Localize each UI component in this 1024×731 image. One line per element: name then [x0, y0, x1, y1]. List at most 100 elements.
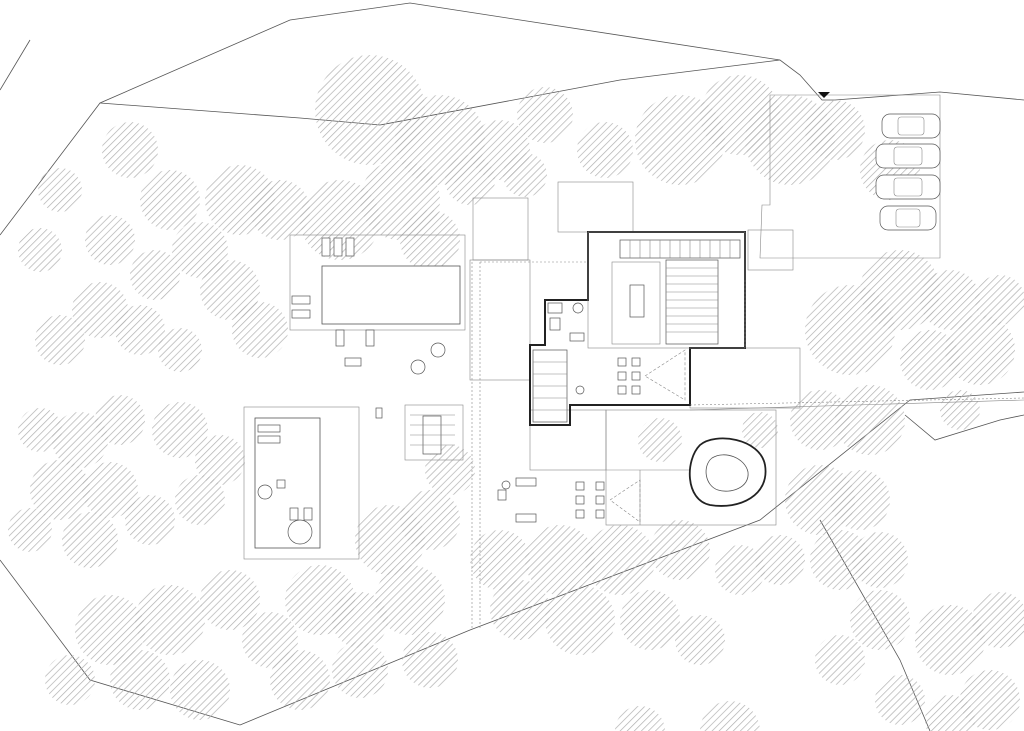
main-house [529, 231, 746, 426]
tree-canopy [200, 260, 260, 320]
tree-canopy [852, 532, 908, 588]
tree-canopy [102, 122, 158, 178]
tree-canopy [850, 590, 910, 650]
lower-deck [243, 406, 360, 560]
hedges [471, 261, 1024, 630]
sun-loungers [291, 237, 375, 367]
tree-canopy [920, 270, 980, 330]
tree-canopy [332, 642, 388, 698]
tree-canopy [545, 585, 615, 655]
tree-canopy [242, 612, 298, 668]
tree-canopy [915, 605, 985, 675]
tree-canopy [517, 87, 573, 143]
tree-canopy [700, 701, 760, 731]
tree-canopy [38, 168, 82, 212]
tree-canopy [742, 412, 778, 448]
tree-canopy [835, 385, 905, 455]
car-icon [875, 143, 941, 169]
dining-table [611, 261, 661, 345]
tree-canopy [200, 570, 260, 630]
tree-canopy [715, 545, 765, 595]
tree-canopy [577, 122, 633, 178]
tree-canopy [172, 222, 228, 278]
tree-canopy [860, 250, 940, 330]
tree-canopy [400, 490, 460, 550]
tree-canopy [18, 408, 62, 452]
tree-canopy [158, 328, 202, 372]
tree-canopy [110, 650, 170, 710]
tree-canopy [232, 302, 288, 358]
tree-canopy [830, 470, 890, 530]
tree-canopy [35, 315, 85, 365]
tree-canopy [470, 530, 530, 590]
parking-area [759, 92, 941, 259]
tree-canopy [175, 475, 225, 525]
west-wing [532, 349, 568, 423]
tree-canopy [810, 530, 870, 590]
tree-canopy [72, 282, 128, 338]
tree-canopy [875, 675, 925, 725]
tree-canopy [250, 180, 310, 240]
umbrella-icon [430, 342, 446, 358]
lower-seating [497, 477, 641, 523]
tree-canopy [170, 660, 230, 720]
tree-canopy [270, 650, 330, 710]
outdoor-dining [404, 404, 464, 461]
tree-canopy [195, 435, 245, 485]
umbrella-icon [287, 519, 313, 545]
tree-canopy [130, 250, 180, 300]
tree-canopy [425, 445, 475, 495]
tree-canopy [755, 535, 805, 585]
tree-canopy [332, 592, 388, 648]
car-icon [881, 113, 941, 139]
tree-canopy [135, 585, 205, 655]
staircase [619, 239, 741, 259]
tree-canopy [975, 275, 1024, 325]
trees [8, 55, 1024, 731]
tree-canopy [620, 590, 680, 650]
tree-canopy [140, 170, 200, 230]
arrow-icon [818, 92, 830, 98]
tree-canopy [75, 595, 145, 665]
tree-canopy [790, 390, 850, 450]
car-icon [879, 205, 937, 231]
tree-canopy [85, 215, 135, 265]
tree-canopy [638, 418, 682, 462]
living-seating [547, 302, 686, 401]
tree-canopy [400, 210, 460, 270]
tree-canopy [30, 460, 90, 520]
tree-canopy [115, 305, 165, 355]
tree-canopy [95, 395, 145, 445]
tree-canopy [900, 330, 960, 390]
tree-canopy [525, 525, 595, 595]
tree-canopy [402, 632, 458, 688]
bedroom-block [665, 259, 719, 345]
car-icon [875, 174, 941, 200]
firepit [688, 437, 767, 507]
umbrella-icon [410, 359, 426, 375]
tree-canopy [585, 525, 655, 595]
tree-canopy [152, 402, 208, 458]
tree-canopy [62, 512, 118, 568]
tree-canopy [805, 100, 865, 160]
tree-canopy [45, 655, 95, 705]
tree-canopy [815, 635, 865, 685]
tree-canopy [675, 615, 725, 665]
tree-canopy [940, 390, 980, 430]
swimming-pool [321, 265, 461, 325]
tree-canopy [82, 462, 138, 518]
tree-canopy [125, 495, 175, 545]
tree-canopy [972, 592, 1024, 648]
tree-canopy [445, 155, 495, 205]
tree-canopy [52, 412, 108, 468]
tree-canopy [925, 695, 975, 731]
tree-canopy [945, 315, 1015, 385]
tree-canopy [615, 706, 665, 731]
umbrella-icon [257, 484, 273, 500]
tree-canopy [960, 670, 1020, 730]
pool-terrace [289, 234, 466, 419]
tree-canopy [503, 153, 547, 197]
tree-canopy [650, 520, 710, 580]
tree-canopy [490, 580, 550, 640]
